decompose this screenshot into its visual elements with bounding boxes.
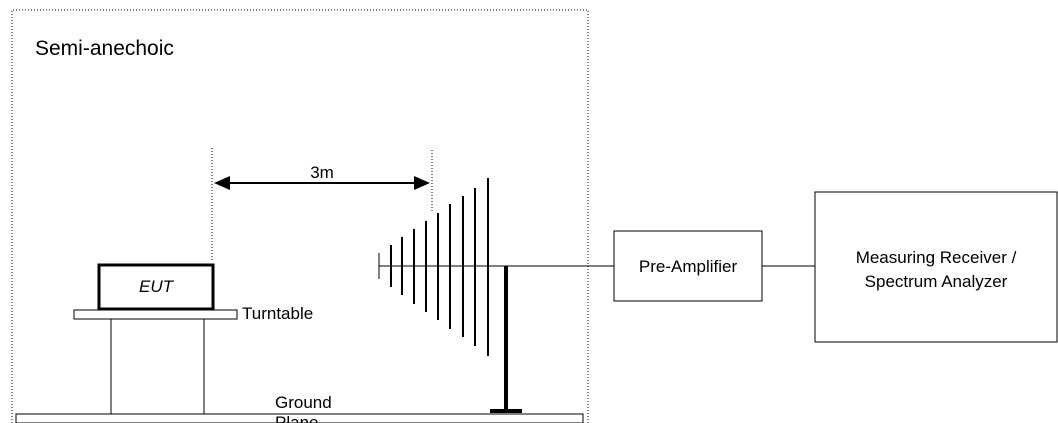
eut-box	[97, 263, 215, 311]
preamp-box	[613, 230, 763, 302]
ground-plane	[15, 413, 584, 423]
distance-arrowhead-left	[214, 176, 230, 190]
preamp-label: Pre-Amplifier	[639, 257, 738, 276]
receiver-label-line2: Spectrum Analyzer	[865, 272, 1008, 291]
chamber-label: Semi-anechoic	[35, 37, 174, 60]
antenna-icon	[378, 178, 522, 413]
eut-label: EUT	[139, 277, 175, 296]
receiver-box	[814, 191, 1058, 343]
turntable-top	[73, 309, 238, 320]
distance-arrowhead-right	[414, 176, 430, 190]
chamber-boundary	[11, 9, 589, 423]
turntable-label: Turntable	[242, 304, 313, 323]
ground-plane-label-line2: Plane	[275, 413, 318, 423]
distance-label: 3m	[310, 163, 334, 182]
ground-plane-label-line1: Ground	[275, 393, 332, 412]
receiver-label-line1: Measuring Receiver /	[856, 248, 1017, 267]
